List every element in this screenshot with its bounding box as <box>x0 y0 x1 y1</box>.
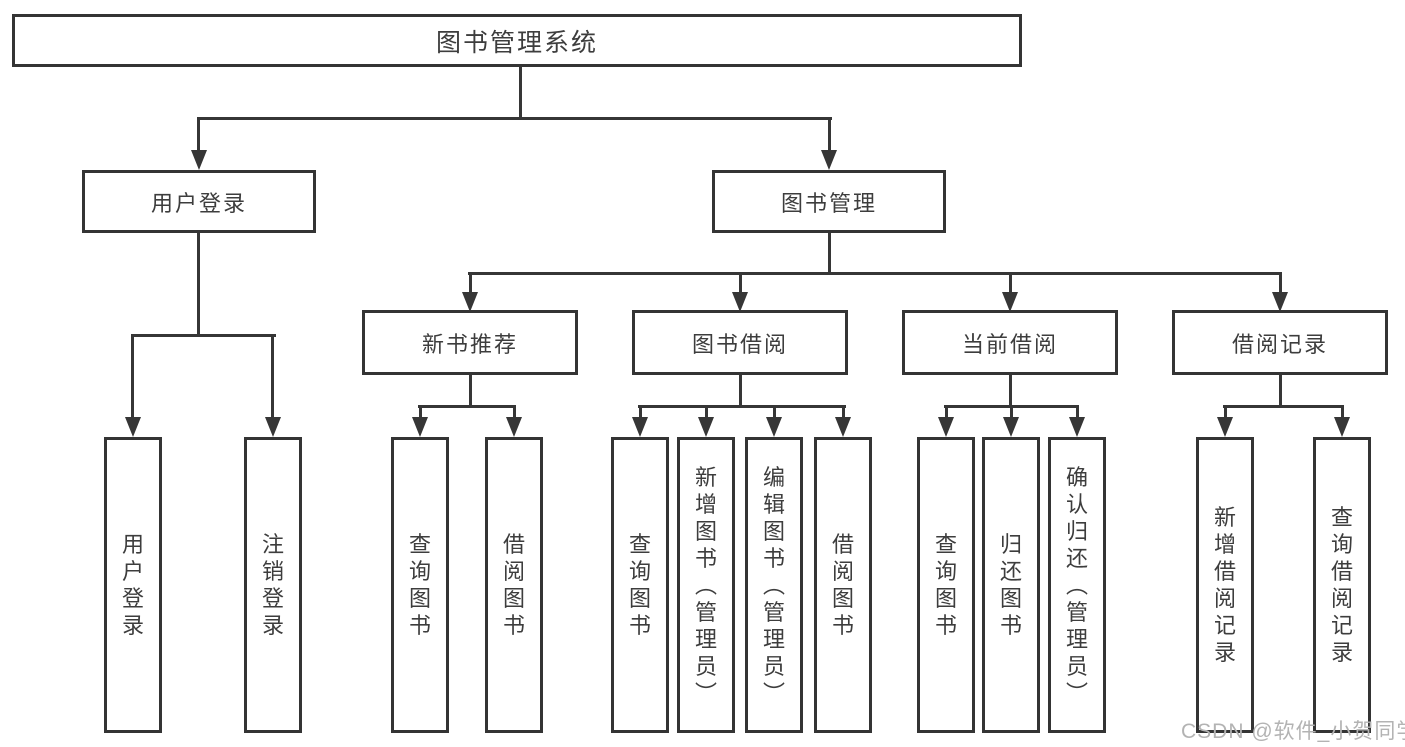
arrow-down-icon <box>821 150 837 170</box>
leaf-return-book: 归还图书 <box>982 437 1040 733</box>
connector-line <box>945 405 948 421</box>
arrow-down-icon <box>1069 417 1085 437</box>
connector-line <box>739 375 742 407</box>
connector-line <box>197 117 832 120</box>
connector-line <box>1341 405 1344 421</box>
arrow-down-icon <box>265 417 281 437</box>
node-label: 当前借阅 <box>961 331 1058 357</box>
node-book-borrowing: 图书借阅 <box>632 310 848 375</box>
connector-line <box>1223 405 1344 408</box>
connector-line <box>469 375 472 407</box>
connector-line <box>519 67 522 118</box>
node-label: 新书推荐 <box>421 331 518 357</box>
connector-line <box>418 405 516 408</box>
arrow-down-icon <box>412 417 428 437</box>
csdn-watermark: CSDN @软件_小贺同学 <box>1181 720 1405 743</box>
node-book-management: 图书管理 <box>712 170 946 233</box>
arrow-down-icon <box>698 417 714 437</box>
arrow-down-icon <box>938 417 954 437</box>
leaf-add-book-admin: 新增图书︵管理员︶ <box>677 437 735 733</box>
arrow-down-icon <box>766 417 782 437</box>
leaf-borrow-books-borrowing: 借阅图书 <box>814 437 872 733</box>
connector-line <box>1224 405 1227 421</box>
node-label: 图书管理 <box>780 190 877 216</box>
connector-line <box>131 334 276 337</box>
connector-line <box>1009 375 1012 407</box>
connector-line <box>197 233 200 336</box>
arrow-down-icon <box>1002 292 1018 312</box>
node-label: 借阅记录 <box>1231 331 1328 357</box>
connector-line <box>739 272 742 296</box>
arrow-down-icon <box>191 150 207 170</box>
connector-line <box>1010 405 1013 421</box>
leaf-borrow-books-recommend: 借阅图书 <box>485 437 543 733</box>
arrow-down-icon <box>835 417 851 437</box>
connector-line <box>639 405 642 421</box>
node-user-login: 用户登录 <box>82 170 316 233</box>
leaf-edit-book-admin: 编辑图书︵管理员︶ <box>745 437 803 733</box>
leaf-add-borrow-record: 新增借阅记录 <box>1196 437 1254 733</box>
arrow-down-icon <box>632 417 648 437</box>
leaf-user-login: 用户登录 <box>104 437 162 733</box>
arrow-down-icon <box>1334 417 1350 437</box>
connector-line <box>842 405 845 421</box>
node-label: 用户登录 <box>150 190 247 216</box>
connector-line <box>773 405 776 421</box>
connector-line <box>1279 375 1282 407</box>
node-label: 图书管理系统 <box>435 28 598 57</box>
leaf-confirm-return-admin: 确认归还︵管理员︶ <box>1048 437 1106 733</box>
node-label: 图书借阅 <box>691 331 788 357</box>
connector-line <box>828 233 831 274</box>
node-new-book-recommendation: 新书推荐 <box>362 310 578 375</box>
connector-line <box>419 405 422 421</box>
leaf-query-books-borrowing: 查询图书 <box>611 437 669 733</box>
connector-line <box>638 405 846 408</box>
connector-line <box>469 272 472 296</box>
connector-line <box>131 334 134 420</box>
arrow-down-icon <box>732 292 748 312</box>
connector-line <box>513 405 516 421</box>
arrow-down-icon <box>1272 292 1288 312</box>
arrow-down-icon <box>462 292 478 312</box>
arrow-down-icon <box>125 417 141 437</box>
connector-line <box>705 405 708 421</box>
node-library-management-system: 图书管理系统 <box>12 14 1022 67</box>
leaf-logout: 注销登录 <box>244 437 302 733</box>
arrow-down-icon <box>506 417 522 437</box>
node-current-borrowing: 当前借阅 <box>902 310 1118 375</box>
node-borrowing-records: 借阅记录 <box>1172 310 1388 375</box>
connector-line <box>1279 272 1282 296</box>
connector-line <box>828 117 831 157</box>
leaf-query-books-current: 查询图书 <box>917 437 975 733</box>
connector-line <box>1009 272 1012 296</box>
leaf-query-books-recommend: 查询图书 <box>391 437 449 733</box>
connector-line <box>468 272 1282 275</box>
connector-line <box>1076 405 1079 421</box>
arrow-down-icon <box>1003 417 1019 437</box>
arrow-down-icon <box>1217 417 1233 437</box>
connector-line <box>271 334 274 420</box>
leaf-query-borrow-record: 查询借阅记录 <box>1313 437 1371 733</box>
connector-line <box>197 117 200 157</box>
